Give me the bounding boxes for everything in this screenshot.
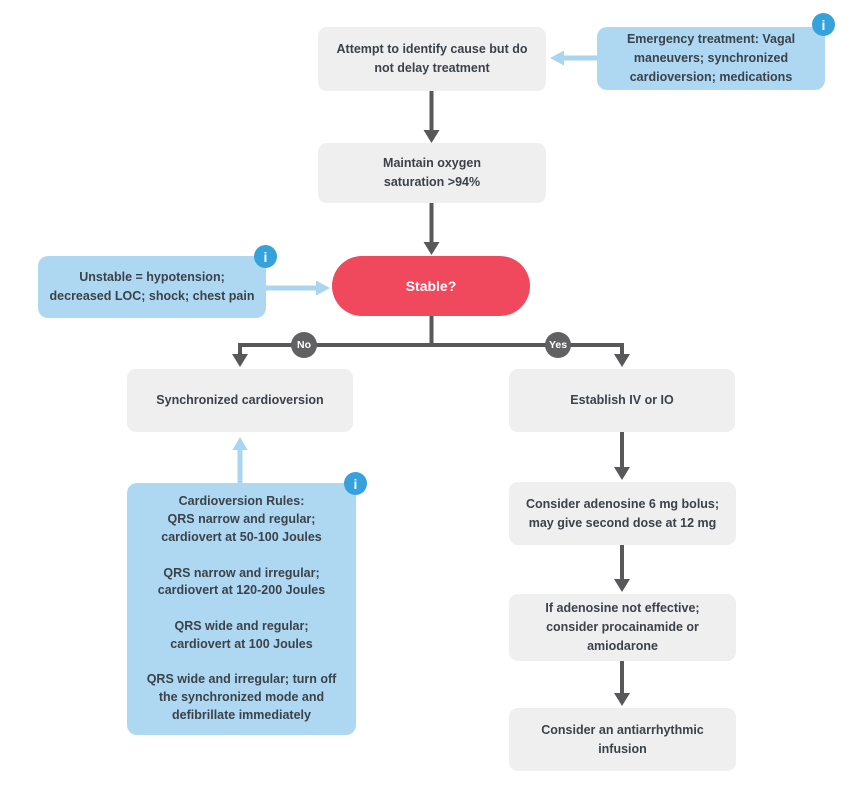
callout-arrows: [232, 50, 597, 483]
info-icon-emergency[interactable]: i: [812, 13, 835, 36]
node-synchronized-cardioversion: Synchronized cardioversion: [127, 369, 353, 432]
node-antiarrhythmic-infusion-text: Consider an antiarrhythmic infusion: [541, 722, 704, 756]
callout-emergency-treatment-text: Emergency treatment: Vagal maneuvers; sy…: [626, 32, 796, 84]
node-procainamide: If adenosine not effective; consider pro…: [509, 594, 736, 661]
callout-emergency-treatment: Emergency treatment: Vagal maneuvers; sy…: [597, 27, 825, 90]
node-establish-iv-text: Establish IV or IO: [570, 393, 674, 407]
node-maintain-oxygen: Maintain oxygen saturation >94%: [318, 143, 546, 203]
node-adenosine: Consider adenosine 6 mg bolus; may give …: [509, 482, 736, 545]
info-icon-unstable[interactable]: i: [254, 245, 277, 268]
info-icon-cardioversion-rules[interactable]: i: [344, 472, 367, 495]
node-antiarrhythmic-infusion: Consider an antiarrhythmic infusion: [509, 708, 736, 771]
info-icon-glyph: i: [821, 16, 826, 33]
node-identify-cause-text: Attempt to identify cause but do not del…: [336, 42, 528, 75]
node-procainamide-text: If adenosine not effective; consider pro…: [545, 601, 700, 653]
decision-stable-text: Stable?: [405, 277, 457, 294]
branch-label-yes: Yes: [545, 332, 571, 358]
node-identify-cause: Attempt to identify cause but do not del…: [318, 27, 546, 91]
dark-arrows: [232, 91, 630, 706]
node-establish-iv: Establish IV or IO: [509, 369, 735, 432]
node-synchronized-cardioversion-text: Synchronized cardioversion: [156, 393, 324, 407]
callout-cardioversion-rules: Cardioversion Rules: QRS narrow and regu…: [127, 483, 356, 735]
branch-label-no: No: [291, 332, 317, 358]
node-adenosine-text: Consider adenosine 6 mg bolus; may give …: [525, 496, 720, 530]
info-icon-glyph: i: [353, 475, 358, 492]
callout-unstable-definition-text: Unstable = hypotension; decreased LOC; s…: [49, 270, 255, 303]
callout-unstable-definition: Unstable = hypotension; decreased LOC; s…: [38, 256, 266, 318]
node-maintain-oxygen-text: Maintain oxygen saturation >94%: [383, 156, 481, 189]
decision-stable: Stable?: [332, 256, 530, 316]
info-icon-glyph: i: [263, 248, 268, 265]
callout-cardioversion-rules-text: Cardioversion Rules: QRS narrow and regu…: [146, 494, 337, 722]
